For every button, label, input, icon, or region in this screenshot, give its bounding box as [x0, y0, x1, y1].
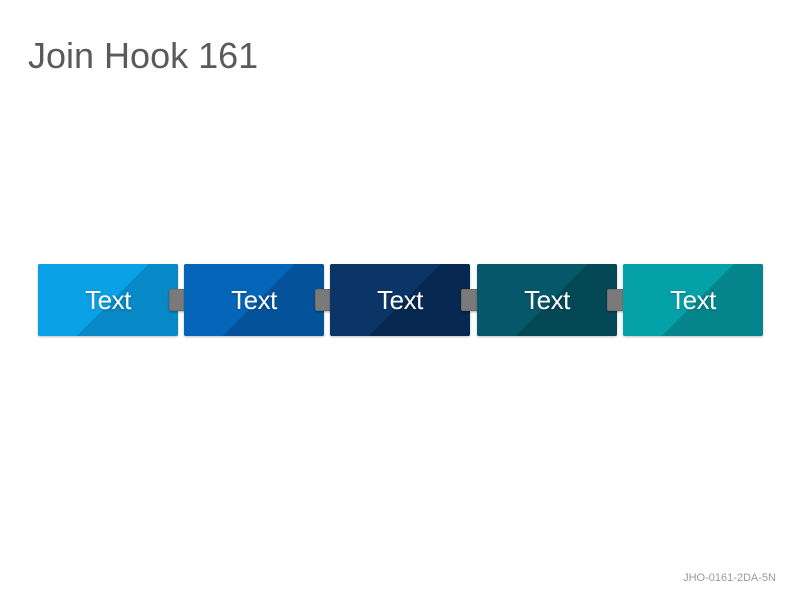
box-label: Text: [85, 285, 131, 315]
box-label: Text: [231, 285, 277, 315]
box-shade: [184, 264, 324, 336]
box-label: Text: [524, 285, 570, 315]
chain-box-3: Text: [330, 264, 470, 336]
page-title: Join Hook 161: [28, 35, 259, 76]
box-label: Text: [670, 285, 716, 315]
chain-box-5: Text: [623, 264, 763, 336]
chain-box-4: Text: [477, 264, 617, 336]
chain-box-1: Text: [38, 264, 178, 336]
box-shade: [477, 264, 617, 336]
chain-box-2: Text: [184, 264, 324, 336]
box-shade: [38, 264, 178, 336]
box-shade: [623, 264, 763, 336]
box-shade: [330, 264, 470, 336]
box-label: Text: [377, 285, 423, 315]
slide-code: JHO-0161-2DA-5N: [683, 572, 776, 584]
